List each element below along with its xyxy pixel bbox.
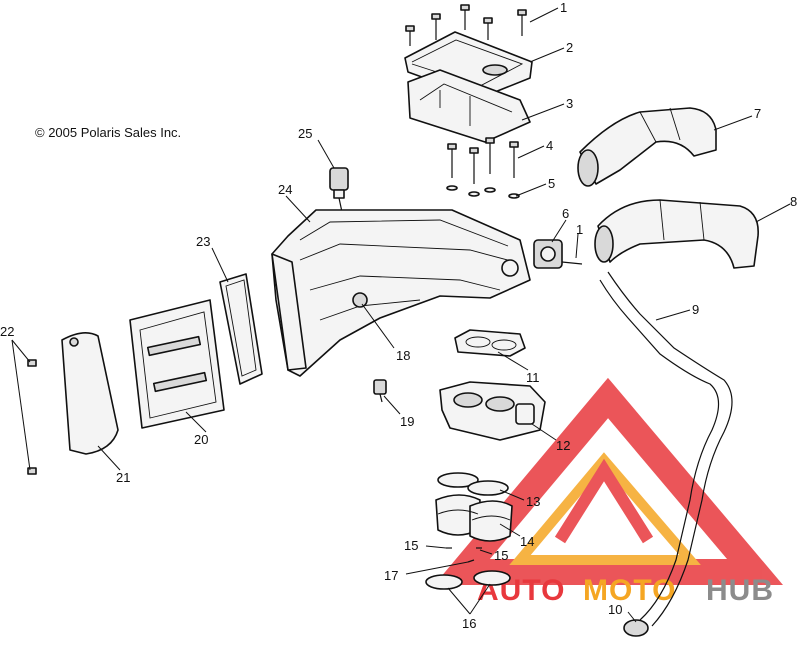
filter-gasket (219, 273, 263, 385)
callout-9: 9 (692, 302, 699, 317)
callout-16: 16 (462, 616, 476, 631)
intake-duct-lower (594, 199, 759, 269)
watermark-m-shape-icon (554, 458, 654, 544)
callout-numbers: 1 2 3 4 5 6 1 7 8 9 10 11 12 13 14 15 15… (0, 0, 797, 631)
air-filter (129, 299, 225, 429)
air-temp-sensor (329, 167, 349, 213)
callout-3: 3 (566, 96, 573, 111)
mounting-bolts (446, 137, 520, 199)
airbox-body (271, 209, 531, 377)
callout-15-right: 15 (494, 548, 508, 563)
callout-7: 7 (754, 106, 761, 121)
callout-12: 12 (556, 438, 570, 453)
callout-19: 19 (400, 414, 414, 429)
throttle-position-sensor (533, 239, 583, 269)
callout-1-side: 1 (576, 222, 583, 237)
callout-6: 6 (562, 206, 569, 221)
callout-25: 25 (298, 126, 312, 141)
breather-hose (599, 271, 733, 637)
seal-rings (425, 570, 511, 590)
callout-22: 22 (0, 324, 14, 339)
throttle-body (439, 381, 546, 441)
callout-17: 17 (384, 568, 398, 583)
filter-cover (61, 332, 119, 455)
callout-18: 18 (396, 348, 410, 363)
callout-1-top: 1 (560, 0, 567, 15)
airbox-upper (407, 69, 531, 143)
intake-duct-upper (577, 107, 717, 187)
callout-24: 24 (278, 182, 292, 197)
small-clips (446, 547, 482, 563)
watermark-hub: HUB (706, 574, 774, 607)
callout-21: 21 (116, 470, 130, 485)
callout-20: 20 (194, 432, 208, 447)
callout-2: 2 (566, 40, 573, 55)
callout-10: 10 (608, 602, 622, 617)
callout-14: 14 (520, 534, 534, 549)
intake-boots (435, 494, 513, 542)
throttle-gasket (454, 329, 526, 357)
watermark-moto: MOTO (583, 574, 676, 607)
callout-15-left: 15 (404, 538, 418, 553)
callout-8: 8 (790, 194, 797, 209)
o-rings (437, 472, 509, 496)
watermark-inner-triangle-icon (509, 452, 701, 565)
watermark-logo (434, 377, 784, 585)
watermark-triangle-icon (434, 377, 784, 585)
drain-fitting (373, 379, 387, 403)
top-screws (405, 4, 527, 46)
cover-screws (27, 359, 37, 475)
callout-11: 11 (526, 370, 540, 385)
leader-lines (11, 7, 791, 623)
copyright-text: © 2005 Polaris Sales Inc. (35, 125, 181, 140)
callout-23: 23 (196, 234, 210, 249)
callout-13: 13 (526, 494, 540, 509)
callout-4: 4 (546, 138, 553, 153)
callout-5: 5 (548, 176, 555, 191)
